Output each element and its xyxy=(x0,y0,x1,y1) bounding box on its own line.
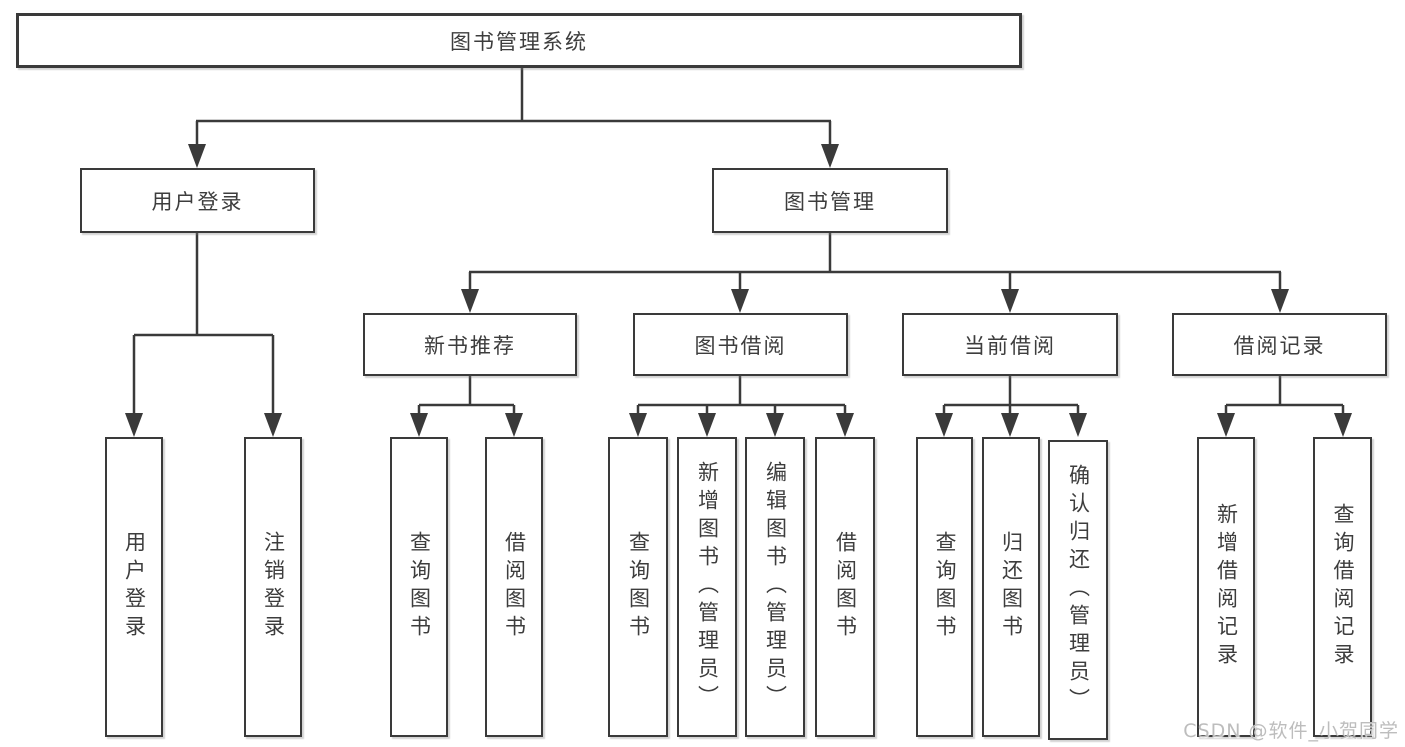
leaf-confirm-return-admin: 确认归还（管理员） xyxy=(1048,440,1108,740)
node-book-borrow-label: 图书借阅 xyxy=(694,333,787,358)
leaf-query-borrow-record-label: 查询借阅记录 xyxy=(1331,503,1355,671)
leaf-add-book-admin: 新增图书（管理员） xyxy=(677,437,737,737)
node-user-login-label: 用户登录 xyxy=(151,189,244,214)
leaf-query-borrow-record: 查询借阅记录 xyxy=(1313,437,1372,737)
leaf-add-borrow-record: 新增借阅记录 xyxy=(1197,437,1255,737)
node-new-book-recommend-label: 新书推荐 xyxy=(424,333,516,358)
leaf-query-books-current-label: 查询图书 xyxy=(933,531,957,643)
node-book-management: 图书管理 xyxy=(712,168,948,233)
node-borrow-records: 借阅记录 xyxy=(1172,313,1387,376)
leaf-query-books-current: 查询图书 xyxy=(916,437,973,737)
node-current-borrow-label: 当前借阅 xyxy=(964,333,1056,358)
leaf-logout: 注销登录 xyxy=(244,437,302,737)
leaf-user-login-label: 用户登录 xyxy=(122,531,147,643)
csdn-watermark: CSDN @软件_小贺同学 xyxy=(1183,720,1399,742)
leaf-query-books-borrow-label: 查询图书 xyxy=(626,531,651,643)
leaf-query-books-borrow: 查询图书 xyxy=(608,437,668,737)
leaf-query-books-recommend-label: 查询图书 xyxy=(407,531,432,643)
leaf-borrow-books: 借阅图书 xyxy=(815,437,875,737)
leaf-logout-label: 注销登录 xyxy=(261,531,286,643)
leaf-return-book: 归还图书 xyxy=(982,437,1040,737)
leaf-confirm-return-admin-label: 确认归还（管理员） xyxy=(1066,464,1091,716)
node-user-login: 用户登录 xyxy=(80,168,315,233)
leaf-edit-book-admin-label: 编辑图书（管理员） xyxy=(763,461,788,713)
leaf-user-login: 用户登录 xyxy=(105,437,163,737)
leaf-return-book-label: 归还图书 xyxy=(999,531,1024,643)
leaf-borrow-books-recommend: 借阅图书 xyxy=(485,437,543,737)
leaf-edit-book-admin: 编辑图书（管理员） xyxy=(745,437,805,737)
leaf-query-books-recommend: 查询图书 xyxy=(390,437,448,737)
node-library-system-label: 图书管理系统 xyxy=(450,29,588,54)
node-library-system: 图书管理系统 xyxy=(16,13,1022,68)
leaf-borrow-books-recommend-label: 借阅图书 xyxy=(502,531,527,643)
node-book-borrow: 图书借阅 xyxy=(633,313,848,376)
leaf-add-book-admin-label: 新增图书（管理员） xyxy=(695,461,720,713)
node-current-borrow: 当前借阅 xyxy=(902,313,1118,376)
node-new-book-recommend: 新书推荐 xyxy=(363,313,577,376)
leaf-borrow-books-label: 借阅图书 xyxy=(833,531,858,643)
node-borrow-records-label: 借阅记录 xyxy=(1233,333,1326,358)
leaf-add-borrow-record-label: 新增借阅记录 xyxy=(1214,503,1239,671)
node-book-management-label: 图书管理 xyxy=(784,189,876,214)
